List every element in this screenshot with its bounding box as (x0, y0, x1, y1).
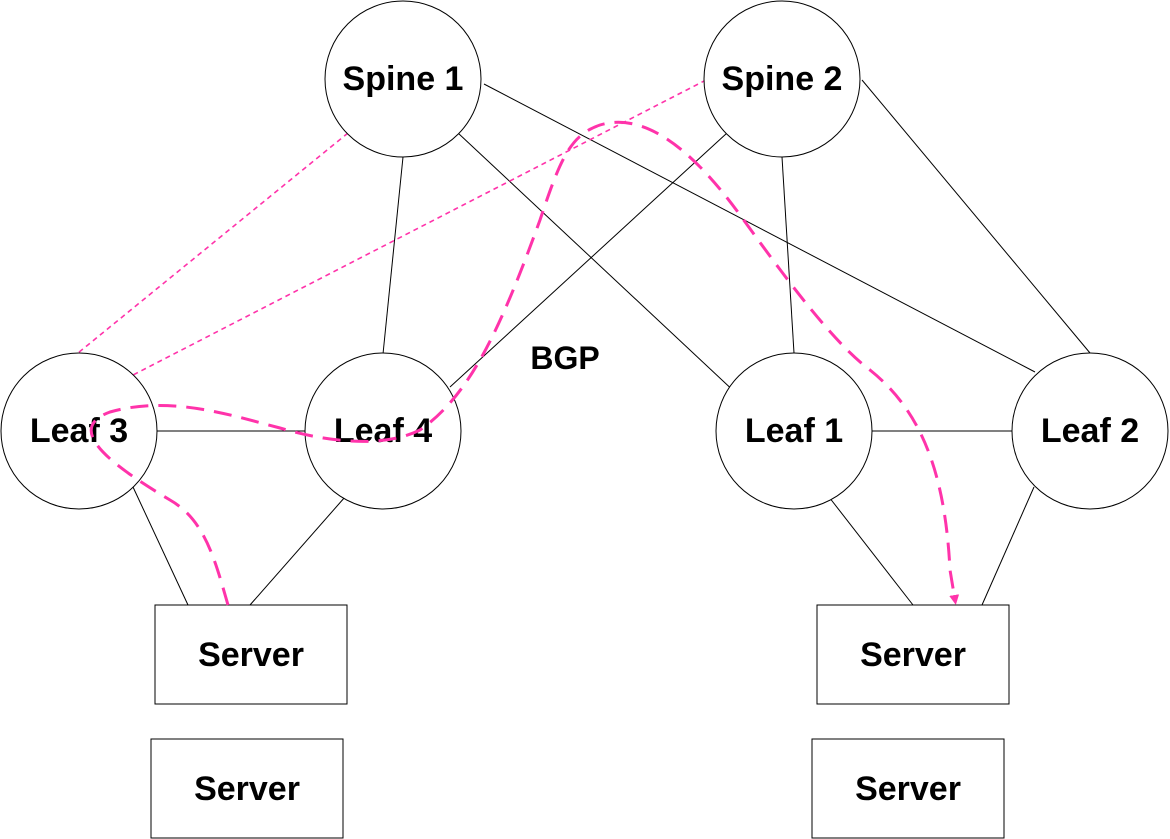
leaf-1-circle (715, 352, 873, 510)
leaf-3-circle (0, 352, 158, 510)
leaf-2-label: Leaf 2 (1041, 412, 1139, 450)
server-left-upper-label: Server (198, 636, 304, 674)
link-group (132, 79, 1091, 606)
leaf-1-label: Leaf 1 (745, 412, 843, 450)
server-left-upper[interactable]: Server (154, 604, 348, 705)
leaf-3-label: Leaf 3 (30, 412, 128, 450)
bgp-peering-group (77, 79, 707, 376)
server-left-lower-box (150, 738, 344, 839)
server-right-upper-box (816, 604, 1010, 705)
spine-1-node[interactable]: Spine 1 (324, 0, 482, 158)
link-spine2-leaf2 (861, 79, 1091, 354)
spine-1-circle (324, 0, 482, 158)
link-spine2-leaf4 (449, 132, 728, 388)
leaf-1-node[interactable]: Leaf 1 (715, 352, 873, 510)
link-leaf4-server-left (249, 496, 346, 606)
link-leaf3-server-left (132, 486, 189, 606)
leaf-3-node[interactable]: Leaf 3 (0, 352, 158, 510)
spine-1-label: Spine 1 (343, 60, 464, 98)
link-spine1-leaf1 (457, 132, 739, 396)
leaf-4-node[interactable]: Leaf 4 (304, 352, 462, 510)
leaf-2-node[interactable]: Leaf 2 (1011, 352, 1169, 510)
bgp-protocol-label: BGP (530, 340, 599, 376)
server-right-upper-label: Server (860, 636, 966, 674)
traffic-path-arrow (89, 120, 960, 606)
server-right-lower-label: Server (855, 770, 961, 808)
bgp-link-spine1-leaf3 (77, 132, 349, 354)
server-right-upper[interactable]: Server (816, 604, 1010, 705)
link-spine1-leaf2 (483, 83, 1036, 373)
server-right-lower-box (811, 738, 1005, 839)
leaf-4-circle (304, 352, 462, 510)
link-leaf2-server-right (981, 486, 1035, 606)
spine-2-circle (703, 0, 861, 158)
server-left-upper-box (154, 604, 348, 705)
spine-2-label: Spine 2 (722, 60, 843, 98)
link-spine1-leaf4 (382, 156, 404, 355)
server-left-lower[interactable]: Server (150, 738, 344, 839)
spine-2-node[interactable]: Spine 2 (703, 0, 861, 158)
leaf-2-circle (1011, 352, 1169, 510)
link-spine2-leaf1 (781, 156, 795, 354)
server-left-lower-label: Server (194, 770, 300, 808)
link-leaf1-server-right (828, 496, 914, 606)
server-right-lower[interactable]: Server (811, 738, 1005, 839)
